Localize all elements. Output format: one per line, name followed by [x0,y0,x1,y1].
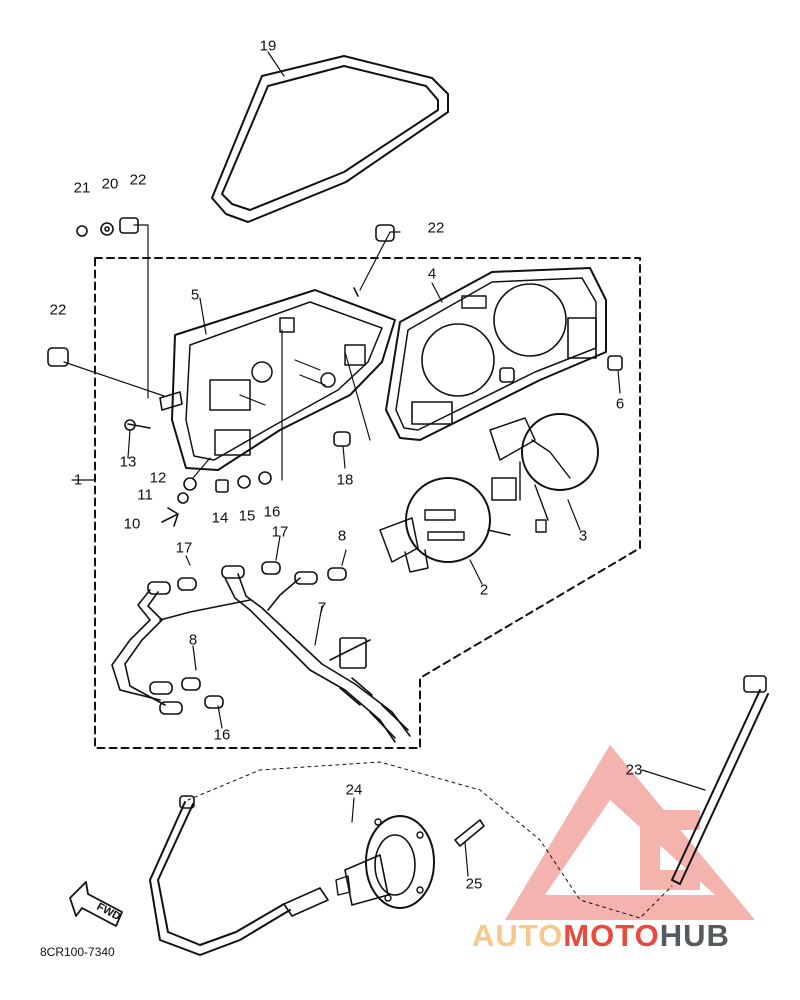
callout-18: 18 [336,471,354,489]
meter-gear-unit [335,815,435,909]
watermark-triangle-logo [505,745,755,920]
speedometer-unit [379,477,511,573]
callout-12: 13 [119,453,137,471]
tachometer-unit [489,413,599,533]
callout-16: 16 [213,726,231,744]
callout-13: 14 [211,509,229,527]
callout-22-c: 22 [49,301,67,319]
meter-cable-lower [149,795,329,956]
watermark-part-hub: HUB [659,918,730,953]
wiring-harness [111,573,411,743]
meter-cable-upper [671,675,769,885]
meter-panel [385,267,607,441]
watermark-text: AUTOMOTOHUB [472,918,730,954]
meter-case-lower [171,289,396,471]
callout-2: 2 [479,581,489,599]
callout-23: 23 [625,761,643,779]
callout-9: 10 [123,515,141,533]
callout-25: 25 [465,875,483,893]
callout-5: 5 [190,286,200,304]
callout-4: 4 [427,265,437,283]
callout-10: 11 [137,486,153,504]
callout-8-b: 8 [188,631,198,649]
watermark-part-auto: AUTO [472,918,564,953]
assembly-boundary-dashed [94,257,641,749]
watermark-part-moto: MOTO [563,918,660,953]
callout-21: 21 [73,179,91,197]
callout-17-a: 17 [175,539,193,557]
connection-dashed [187,761,673,919]
callout-11: 12 [149,469,167,487]
callout-1: 1 [73,471,83,489]
callout-20: 20 [101,175,119,193]
catalog-code: 8CR100-7340 [40,945,115,959]
callout-22-a: 22 [129,171,147,189]
callout-6: 6 [615,395,625,413]
callout-19: 19 [259,37,277,55]
callout-22-b: 22 [427,219,445,237]
instrument-gasket [211,55,449,223]
callout-24: 24 [345,781,363,799]
fwd-arrow-icon [69,881,123,927]
callout-8-a: 8 [337,527,347,545]
bulbs-and-sockets [147,561,347,715]
callout-14: 15 [238,507,256,525]
callout-15: 16 [263,503,281,521]
callout-7: 7 [317,599,327,617]
callout-3: 3 [578,527,588,545]
gear-pin [454,819,485,847]
callout-17-b: 17 [271,523,289,541]
leader-lines [63,51,706,877]
